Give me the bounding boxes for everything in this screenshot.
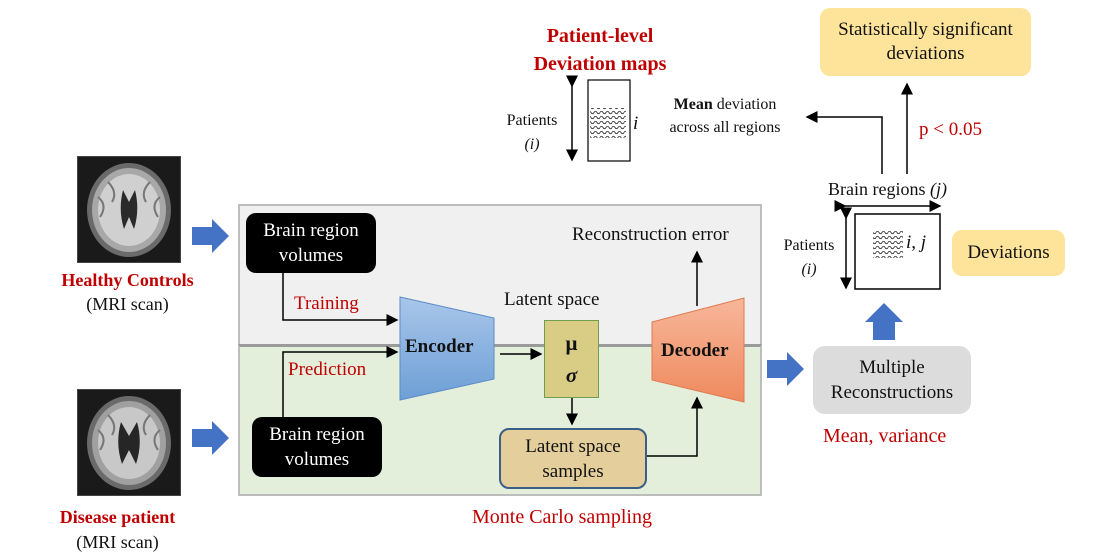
disease-mri-image: [77, 389, 181, 496]
training-label: Training: [294, 293, 359, 314]
latent-mu-sigma-box: μ σ: [544, 320, 599, 398]
decoder-shape: [651, 297, 745, 403]
monte-carlo-label: Monte Carlo sampling: [472, 506, 652, 528]
mean-variance-label: Mean, variance: [823, 425, 947, 447]
sigma-symbol: σ: [565, 363, 578, 387]
encoder-label: Encoder: [405, 336, 474, 357]
encoder-shape: [399, 296, 495, 401]
deviations-box: Deviations: [952, 230, 1065, 276]
input-arrow-bottom: [192, 421, 229, 455]
healthy-controls-label: Healthy Controls: [61, 270, 194, 290]
p-value-label: p < 0.05: [919, 119, 982, 140]
deviation-maps-title: Patient-level Deviation maps: [533, 25, 667, 75]
right-patients-label: Patients (i): [783, 237, 835, 278]
latent-space-samples-box: Latent space samples: [499, 428, 647, 489]
input-arrow-top: [192, 219, 229, 253]
disease-patient-label: Disease patient: [59, 507, 176, 527]
up-arrow: [865, 303, 903, 340]
brain-regions-label: Brain regions (j): [828, 179, 947, 199]
mean-deviation-label: Mean deviation across all regions: [669, 96, 781, 136]
mu-symbol: μ: [565, 331, 578, 355]
deviation-map-patients-label: Patients (i): [506, 112, 558, 153]
multiple-reconstructions-box: Multiple Reconstructions: [813, 346, 971, 414]
latent-space-label: Latent space: [504, 289, 600, 310]
prediction-label: Prediction: [288, 359, 367, 380]
healthy-mri-sublabel: (MRI scan): [86, 294, 169, 314]
reconstruction-error-label: Reconstruction error: [572, 224, 729, 245]
matrix-index-label: i, j: [906, 232, 927, 253]
disease-mri-sublabel: (MRI scan): [76, 532, 159, 552]
brain-region-volumes-prediction: Brain region volumes: [252, 417, 382, 477]
decoder-label: Decoder: [661, 340, 729, 361]
healthy-mri-image: [77, 156, 181, 263]
brain-region-volumes-training: Brain region volumes: [246, 213, 376, 273]
output-arrow: [767, 352, 804, 386]
significant-deviations-box: Statistically significant deviations: [820, 8, 1031, 76]
deviation-map-row-index: i: [633, 113, 639, 134]
